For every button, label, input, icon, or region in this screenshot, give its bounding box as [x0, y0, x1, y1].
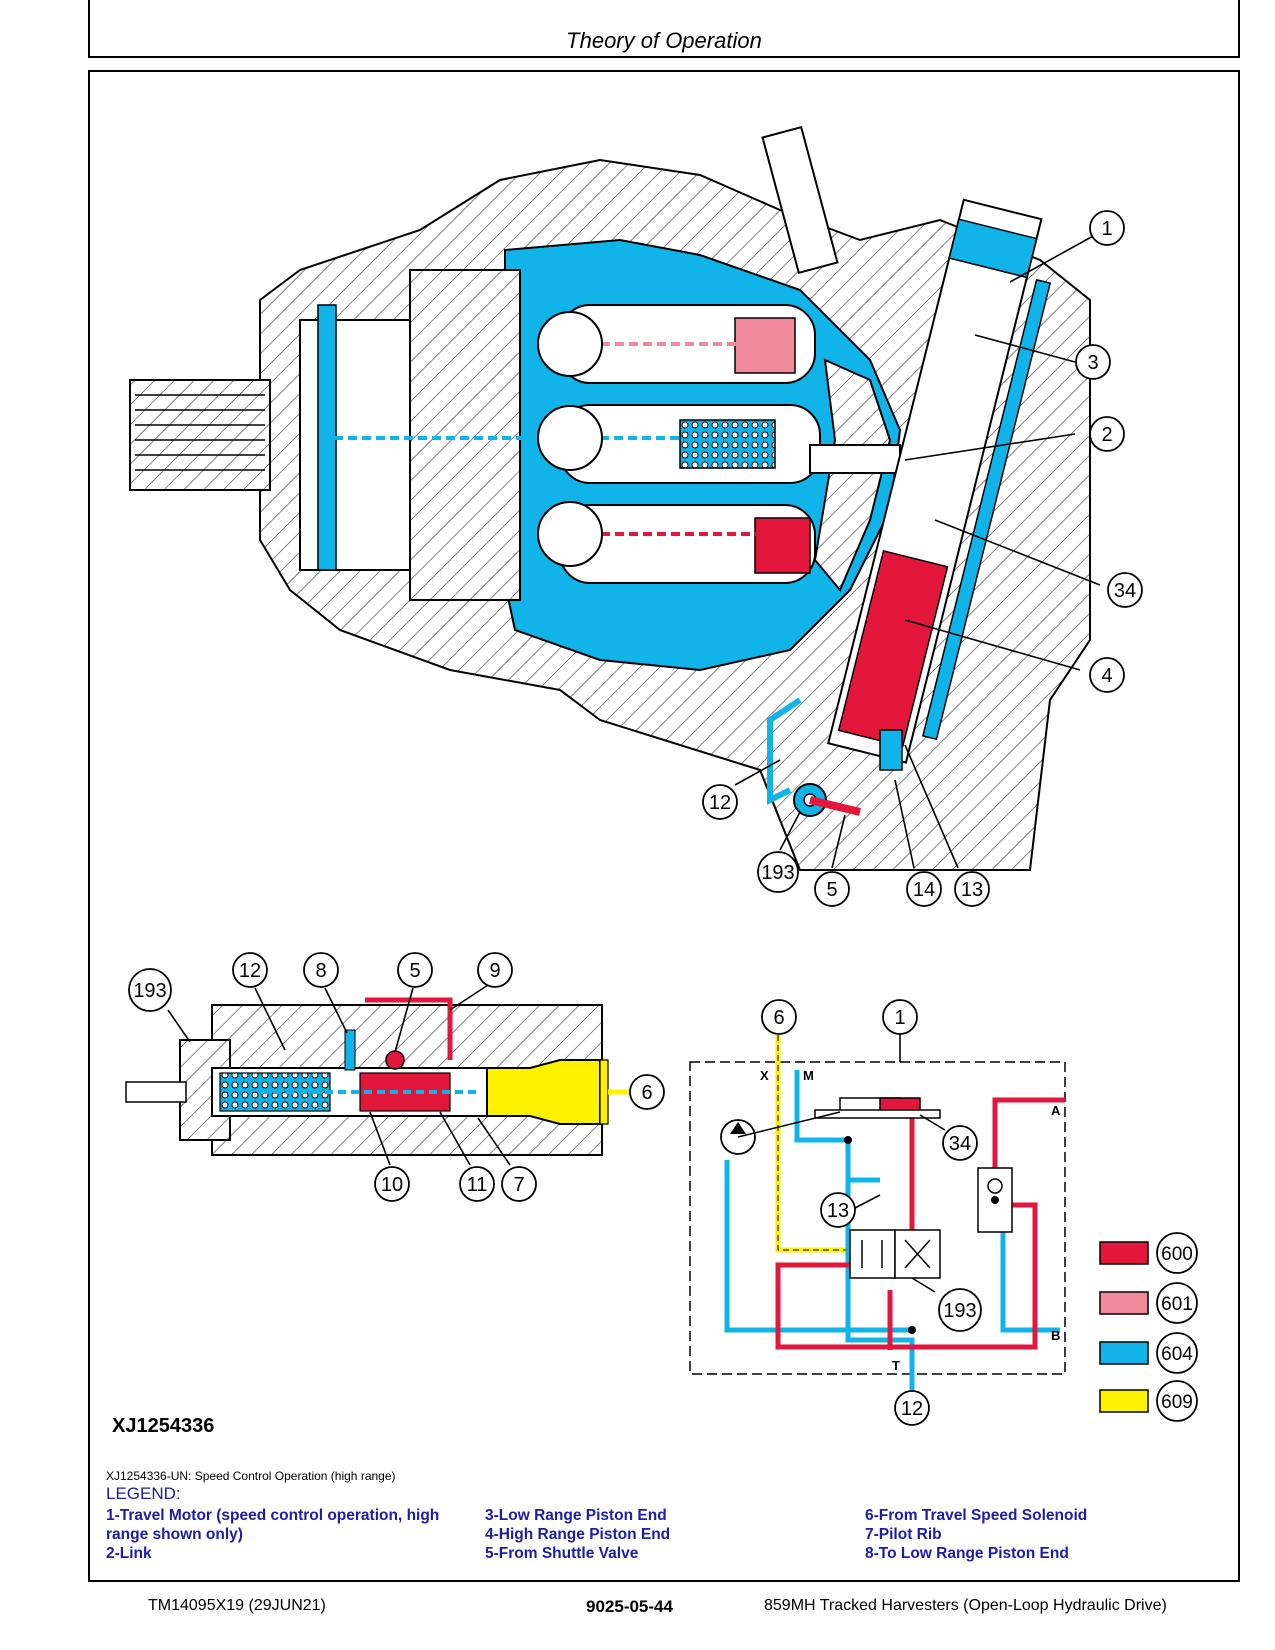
detail-callout-8: 8: [303, 952, 339, 988]
callout-1: 1: [1089, 210, 1125, 246]
legend-column-2: 3-Low Range Piston End 4-High Range Pist…: [485, 1506, 670, 1563]
svg-text:7: 7: [513, 1174, 524, 1196]
legend-item: 6-From Travel Speed Solenoid: [865, 1507, 1088, 1524]
footer-doc-id: TM14095X19 (29JUN21): [148, 1597, 326, 1614]
valve-detail-section: [125, 997, 630, 1156]
svg-text:12: 12: [901, 1398, 923, 1420]
legend-item: 2-Link: [106, 1545, 152, 1562]
legend-item: 1-Travel Motor (speed control operation,…: [106, 1507, 440, 1543]
legend-item: 7-Pilot Rib: [865, 1526, 942, 1543]
detail-callout-6: 6: [629, 1074, 665, 1110]
figure-panel: [88, 70, 1240, 1582]
svg-text:1: 1: [894, 1007, 905, 1029]
callout-12: 12: [702, 784, 738, 820]
svg-text:3: 3: [1087, 352, 1098, 374]
svg-text:193: 193: [133, 980, 166, 1002]
svg-text:12: 12: [239, 960, 261, 982]
page-header: Theory of Operation: [88, 0, 1240, 58]
svg-text:X: X: [760, 1068, 769, 1083]
callout-3: 3: [1075, 344, 1111, 380]
detail-callout-10: 10: [374, 1166, 410, 1202]
main-callouts: [734, 234, 1101, 869]
callout-34: 34: [1107, 572, 1143, 608]
detail-callouts: [167, 984, 511, 1166]
color-key-601: 601: [1099, 1282, 1198, 1324]
svg-text:4: 4: [1101, 665, 1112, 687]
footer-manual-title: 859MH Tracked Harvesters (Open-Loop Hydr…: [764, 1597, 1167, 1614]
footer-page-number: 9025-05-44: [586, 1597, 673, 1616]
legend-column-3: 6-From Travel Speed Solenoid 7-Pilot Rib…: [865, 1506, 1087, 1563]
svg-text:193: 193: [943, 1300, 976, 1322]
legend-column-1: 1-Travel Motor (speed control operation,…: [106, 1506, 476, 1563]
detail-callout-12: 12: [232, 952, 268, 988]
svg-text:8: 8: [315, 960, 326, 982]
svg-text:13: 13: [827, 1200, 849, 1222]
svg-text:1: 1: [1101, 218, 1112, 240]
svg-text:10: 10: [381, 1174, 403, 1196]
detail-callout-193: 193: [128, 968, 172, 1012]
schematic-callout-193: 193: [938, 1288, 982, 1332]
callout-13: 13: [954, 871, 990, 907]
legend-title: LEGEND:: [106, 1484, 181, 1503]
figure-caption: XJ1254336-UN: Speed Control Operation (h…: [106, 1469, 396, 1483]
svg-text:604: 604: [1161, 1344, 1193, 1365]
schematic-callout-6: 6: [761, 999, 797, 1035]
svg-text:T: T: [892, 1358, 900, 1373]
callout-14: 14: [906, 871, 942, 907]
svg-text:M: M: [803, 1068, 814, 1083]
schematic-callout-12: 12: [894, 1390, 930, 1426]
color-key: 600 601 604 609: [1099, 1232, 1198, 1422]
svg-text:12: 12: [709, 792, 731, 814]
callout-4: 4: [1089, 657, 1125, 693]
svg-text:601: 601: [1161, 1294, 1193, 1315]
svg-text:14: 14: [913, 879, 935, 901]
legend-item: 8-To Low Range Piston End: [865, 1545, 1069, 1562]
svg-text:609: 609: [1161, 1392, 1193, 1413]
callout-193: 193: [757, 851, 799, 893]
svg-text:34: 34: [949, 1133, 971, 1155]
svg-text:193: 193: [761, 862, 794, 884]
color-key-600: 600: [1099, 1232, 1198, 1274]
svg-text:B: B: [1051, 1328, 1060, 1343]
color-key-604: 604: [1099, 1332, 1198, 1374]
legend-item: 3-Low Range Piston End: [485, 1507, 667, 1524]
schematic-callout-13: 13: [820, 1192, 856, 1228]
svg-text:34: 34: [1114, 580, 1136, 602]
schematic-callout-1: 1: [882, 999, 918, 1035]
svg-text:6: 6: [641, 1082, 652, 1104]
detail-callout-11: 11: [459, 1166, 495, 1202]
legend-item: 4-High Range Piston End: [485, 1526, 671, 1543]
callout-2: 2: [1089, 416, 1125, 452]
travel-motor-section: [129, 125, 1091, 871]
svg-text:5: 5: [409, 960, 420, 982]
schematic-callout-34: 34: [942, 1125, 978, 1161]
svg-text:5: 5: [826, 879, 837, 901]
detail-callout-5: 5: [397, 952, 433, 988]
svg-text:600: 600: [1161, 1244, 1193, 1265]
color-key-609: 609: [1099, 1380, 1198, 1422]
page-title: Theory of Operation: [566, 28, 762, 53]
svg-text:13: 13: [961, 879, 983, 901]
legend-item: 5-From Shuttle Valve: [485, 1545, 639, 1562]
schematic-callouts: [854, 1033, 946, 1293]
svg-text:A: A: [1051, 1103, 1061, 1118]
svg-text:6: 6: [773, 1007, 784, 1029]
hydraulic-schematic: X M A B T: [689, 1035, 1066, 1405]
detail-callout-7: 7: [501, 1166, 537, 1202]
detail-callout-9: 9: [477, 952, 513, 988]
figure-id: XJ1254336: [112, 1415, 215, 1437]
svg-text:9: 9: [489, 960, 500, 982]
callout-5: 5: [814, 871, 850, 907]
svg-text:11: 11: [467, 1174, 488, 1196]
svg-text:2: 2: [1101, 424, 1112, 446]
